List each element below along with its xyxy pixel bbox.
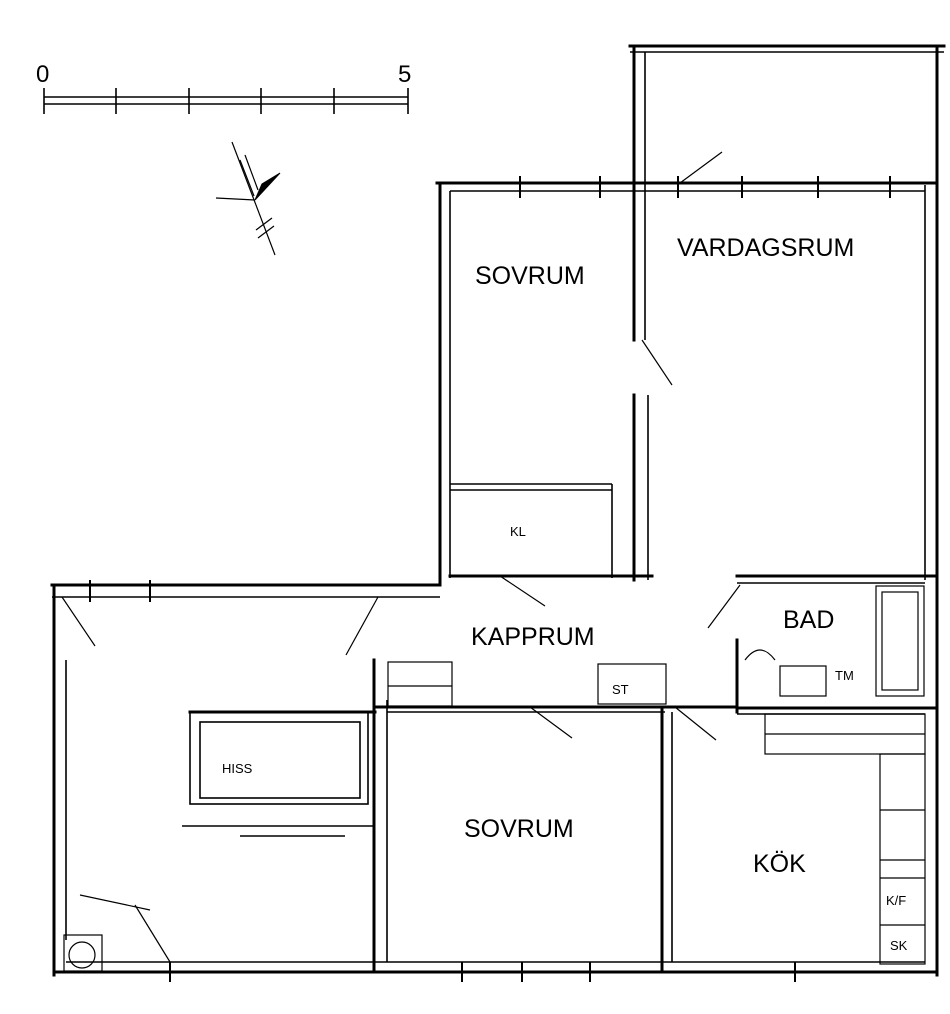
room-label-kok: KÖK xyxy=(753,850,806,878)
scale-bar: 0 5 xyxy=(36,61,411,114)
fixture-label-tm: TM xyxy=(835,668,854,683)
fixture-labels: KL TM ST HISS K/F SK xyxy=(222,524,908,953)
walls xyxy=(50,44,946,977)
room-label-sovrum-top: SOVRUM xyxy=(475,262,585,290)
fixture-label-sk: SK xyxy=(890,938,908,953)
scale-start-label: 0 xyxy=(36,61,49,88)
wall-ticks xyxy=(89,176,891,982)
fixture-label-hiss: HISS xyxy=(222,761,253,776)
room-label-vardagsrum: VARDAGSRUM xyxy=(677,234,854,262)
north-arrow-icon xyxy=(215,141,281,256)
fixture-label-kf: K/F xyxy=(886,893,906,908)
room-label-kapprum: KAPPRUM xyxy=(471,623,595,651)
room-labels: SOVRUM VARDAGSRUM KAPPRUM BAD SOVRUM KÖK xyxy=(464,234,854,878)
fixture-label-kl: KL xyxy=(510,524,526,539)
fixture-label-st: ST xyxy=(612,682,629,697)
room-label-sovrum-bottom: SOVRUM xyxy=(464,815,574,843)
scale-end-label: 5 xyxy=(398,61,411,88)
room-label-bad: BAD xyxy=(783,606,834,634)
door-swings xyxy=(61,151,741,963)
